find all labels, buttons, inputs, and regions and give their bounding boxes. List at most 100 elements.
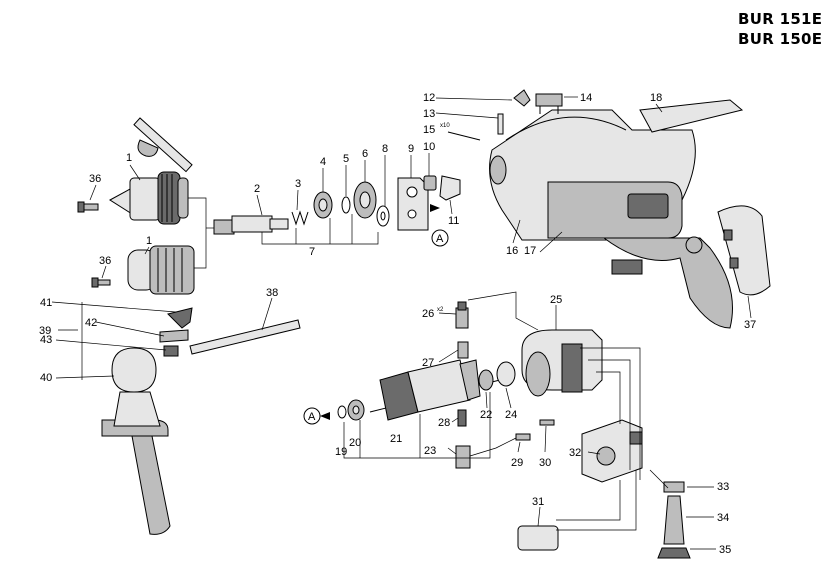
callout-40: 40 [40, 372, 52, 384]
marker-a-top-label: A [436, 233, 444, 245]
callout-6: 6 [362, 148, 368, 160]
brush-holder [457, 409, 467, 427]
armature-bearing-rear [478, 369, 494, 391]
bushing [423, 175, 437, 191]
callout-19: 19 [335, 446, 347, 458]
callout-42: 42 [85, 317, 97, 329]
auxiliary-handle [101, 347, 171, 535]
housing-clip [513, 89, 531, 107]
brush-holder-plate [439, 175, 461, 201]
callout-11: 11 [448, 215, 459, 227]
marker-a-bottom-label: A [308, 411, 316, 423]
callout-22: 22 [480, 409, 492, 421]
retaining-ring [341, 196, 351, 214]
model-name-secondary: BUR 150E [738, 30, 823, 48]
armature-sleeve [496, 361, 516, 387]
callout-16: 16 [506, 245, 518, 257]
depth-stop-plate [159, 329, 189, 343]
quantity-15: x10 [440, 123, 450, 129]
callout-9: 9 [408, 143, 414, 155]
callout-32: 32 [569, 447, 581, 459]
callout-1-upper: 1 [126, 152, 132, 164]
gear [353, 181, 377, 219]
keyed-chuck [109, 171, 189, 225]
callout-20: 20 [349, 437, 361, 449]
carbon-brush [455, 301, 469, 329]
callout-31: 31 [532, 496, 544, 508]
clamp-plate [497, 113, 504, 135]
name-plate [639, 99, 744, 133]
direction-arrow-upper [430, 204, 440, 212]
depth-stop-clamp [167, 307, 193, 329]
chuck-key [133, 117, 193, 173]
brush-spring [457, 341, 469, 359]
callout-5: 5 [343, 153, 349, 165]
callout-1-lower: 1 [146, 235, 152, 247]
callout-23: 23 [424, 445, 436, 457]
callout-4: 4 [320, 156, 326, 168]
callout-36-lower: 36 [99, 255, 111, 267]
quantity-26: x2 [437, 307, 444, 313]
washer [376, 205, 390, 227]
callout-15: 15 [423, 124, 435, 136]
model-name-primary: BUR 151E [738, 10, 823, 28]
suppressor [517, 525, 559, 551]
callout-28: 28 [438, 417, 450, 429]
spindle-spring [291, 210, 309, 226]
motor-housing [489, 109, 733, 329]
callout-2: 2 [254, 183, 260, 195]
cable-clamp [663, 481, 685, 493]
callout-41: 41 [40, 297, 52, 309]
spacer-ring [337, 405, 347, 419]
callout-10: 10 [423, 141, 435, 153]
callout-34: 34 [717, 512, 729, 524]
callout-14: 14 [580, 92, 592, 104]
cable-sleeve [663, 495, 685, 545]
depth-stop-nut [163, 345, 179, 357]
terminal-pin [539, 419, 555, 426]
callout-8: 8 [382, 143, 388, 155]
armature-bearing-front [347, 399, 365, 421]
callout-33: 33 [717, 481, 729, 493]
marker-a-top: A [431, 229, 449, 247]
housing-screw [447, 131, 481, 141]
handle-cover [717, 205, 771, 296]
marker-a-bottom: A [303, 407, 321, 425]
callout-27: 27 [422, 357, 434, 369]
cord-clamp [535, 93, 563, 114]
armature [369, 359, 501, 421]
brush-cap [455, 445, 471, 469]
callout-39: 39 [39, 325, 51, 337]
callout-7: 7 [309, 246, 315, 258]
callout-37: 37 [744, 319, 756, 331]
callout-18: 18 [650, 92, 662, 104]
callout-24: 24 [505, 409, 517, 421]
callout-12: 12 [423, 92, 435, 104]
callout-36-upper: 36 [89, 173, 101, 185]
bearing [313, 191, 333, 219]
chuck-screw-lower [91, 277, 111, 288]
speed-switch [581, 419, 643, 483]
leader-lines [51, 96, 752, 550]
stator [521, 329, 603, 397]
spindle [213, 215, 289, 235]
callout-30: 30 [539, 457, 551, 469]
callout-35: 35 [719, 544, 731, 556]
gear-plate [397, 177, 429, 231]
callout-21: 21 [390, 433, 402, 445]
callout-17: 17 [524, 245, 536, 257]
callout-25: 25 [550, 294, 562, 306]
callout-29: 29 [511, 457, 523, 469]
cable-connector [515, 433, 531, 441]
keyless-chuck [127, 245, 195, 295]
callout-38: 38 [266, 287, 278, 299]
cable-grommet [657, 547, 691, 559]
callout-26: 26 [422, 308, 434, 320]
callout-13: 13 [423, 108, 435, 120]
chuck-screw-upper [77, 201, 99, 213]
direction-arrow-lower [320, 412, 330, 420]
depth-rod [189, 319, 301, 355]
callout-43: 43 [40, 334, 52, 346]
callout-3: 3 [295, 178, 301, 190]
